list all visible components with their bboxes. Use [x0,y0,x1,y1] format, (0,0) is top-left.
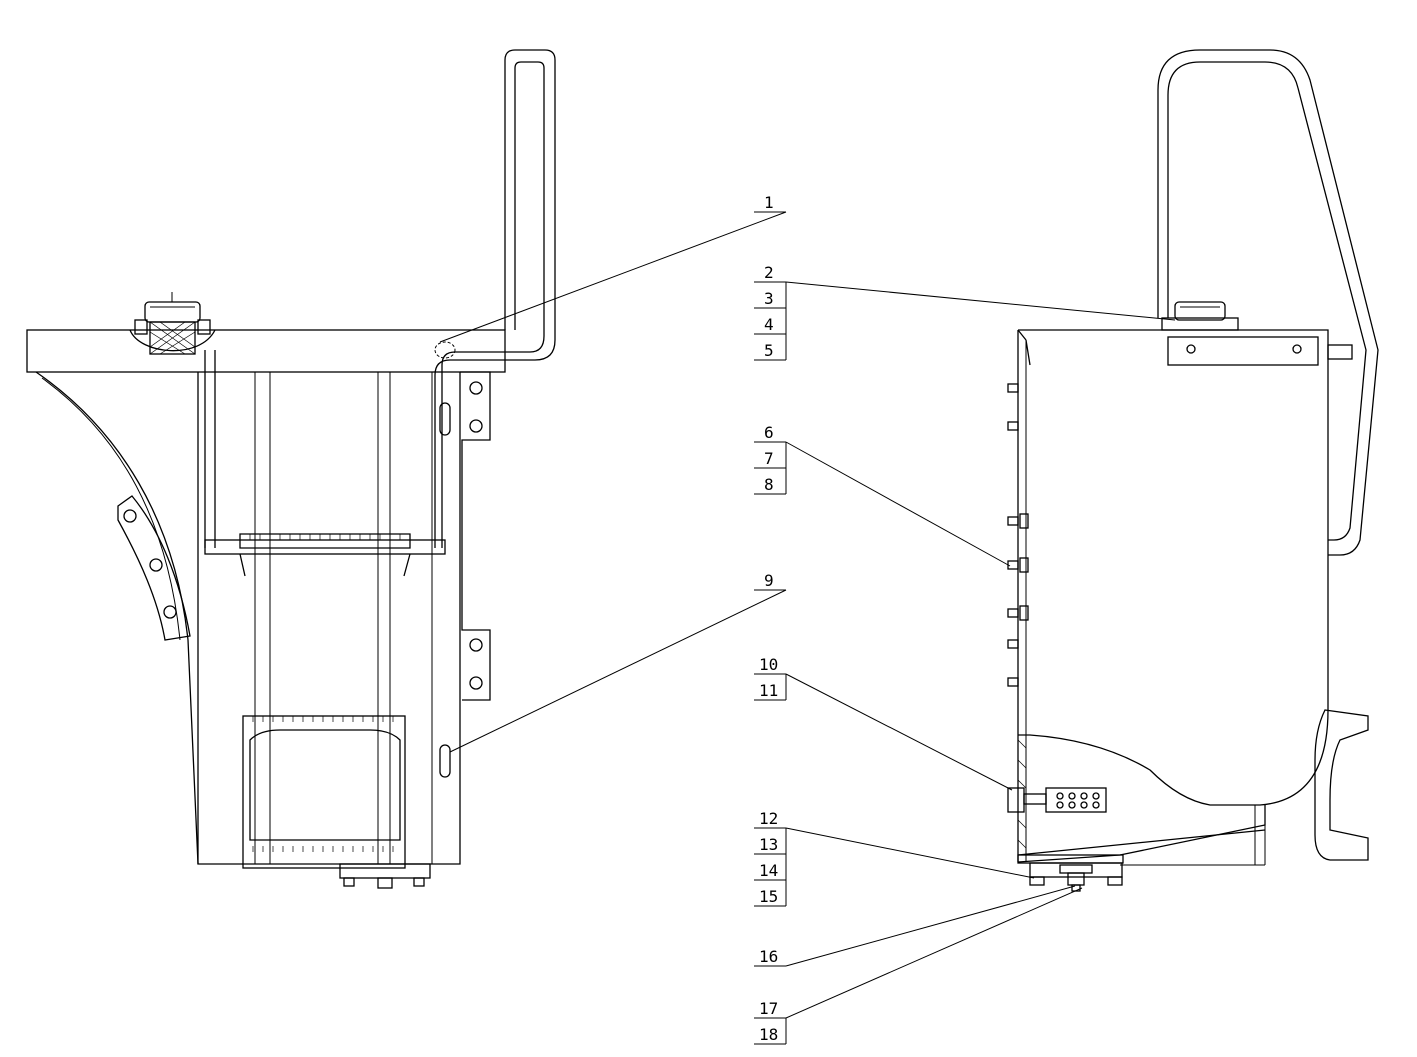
name-plate [1167,336,1319,366]
label-4: 4 [764,315,774,334]
filler-cap-left [129,292,216,355]
label-2: 2 [764,263,774,282]
tank-body [1018,329,1329,806]
label-14: 14 [759,861,778,880]
bottom-bracket-left [339,863,431,889]
bottom-sump [1017,805,1266,892]
label-11: 11 [759,681,778,700]
upper-step [204,533,446,577]
label-10: 10 [759,655,778,674]
label-18: 18 [759,1025,778,1044]
label-3: 3 [764,289,774,308]
mount-bracket-right [1314,709,1369,861]
filler-cap-right [1161,301,1239,331]
side-fender [35,371,199,865]
label-9: 9 [764,571,774,590]
label-1: 1 [764,193,774,212]
callouts: 1 2 3 4 5 6 7 8 9 10 11 12 13 14 15 16 1… [439,193,1176,1045]
main-body [197,372,461,865]
right-view [1007,49,1379,892]
side-bolts [1007,383,1029,687]
top-plate [26,329,506,373]
label-13: 13 [759,835,778,854]
sensor-fitting [1007,787,1107,813]
handrail-left [204,49,556,548]
handrail-right [1157,49,1379,556]
label-17: 17 [759,999,778,1018]
mount-bracket [117,495,191,641]
left-view [26,49,556,889]
label-8: 8 [764,475,774,494]
label-6: 6 [764,423,774,442]
label-16: 16 [759,947,778,966]
label-15: 15 [759,887,778,906]
plug-9 [439,744,451,778]
label-12: 12 [759,809,778,828]
label-7: 7 [764,449,774,468]
side-flange [460,371,491,701]
lower-step [242,715,406,869]
label-5: 5 [764,341,774,360]
